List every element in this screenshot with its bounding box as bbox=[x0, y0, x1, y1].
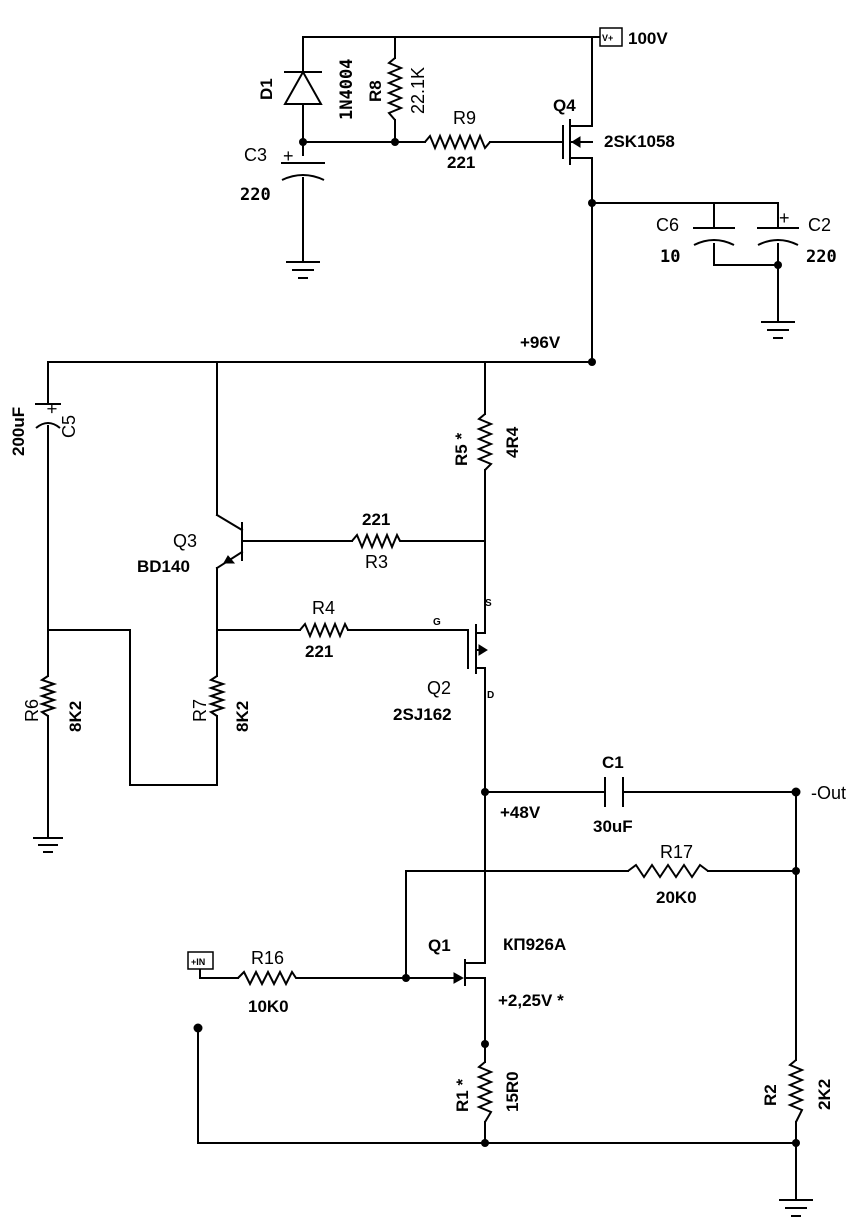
c2-value-label: 220 bbox=[806, 247, 837, 267]
ground-symbol bbox=[286, 261, 320, 279]
resistor-r16[interactable] bbox=[237, 969, 300, 987]
q4-value-label: 2SK1058 bbox=[604, 132, 675, 151]
c2-ref-label: C2 bbox=[808, 215, 831, 235]
junction-dot bbox=[402, 974, 410, 982]
q1-value-label: КП926А bbox=[503, 935, 566, 954]
resistor-r6[interactable] bbox=[38, 675, 58, 717]
capacitor-c1[interactable] bbox=[604, 777, 624, 807]
ground-symbol bbox=[33, 837, 63, 853]
q1-ref-label: Q1 bbox=[428, 936, 451, 955]
resistor-r2[interactable] bbox=[787, 1059, 805, 1123]
c5-polarity: + bbox=[42, 403, 62, 414]
mosfet-q2[interactable] bbox=[467, 624, 488, 674]
bias-voltage-label: +2,25V * bbox=[498, 991, 564, 1010]
mosfet-q4[interactable] bbox=[562, 119, 593, 165]
ground-terminal[interactable] bbox=[193, 1023, 203, 1033]
r3-value-label: 221 bbox=[362, 510, 390, 529]
q2-drain-label: D bbox=[487, 690, 494, 701]
resistor-r7[interactable] bbox=[207, 675, 227, 717]
r3-ref-label: R3 bbox=[365, 552, 388, 572]
transistor-q3[interactable] bbox=[215, 513, 244, 570]
junction-dot bbox=[774, 261, 782, 269]
c5-ref-label: C5 bbox=[59, 415, 79, 438]
r9-value-label: 221 bbox=[447, 153, 475, 172]
ground-symbol bbox=[761, 321, 795, 339]
q3-ref-label: Q3 bbox=[173, 531, 197, 551]
c2-polarity: + bbox=[779, 208, 790, 228]
capacitor-c3[interactable] bbox=[281, 162, 325, 181]
r2-value-label: 2K2 bbox=[815, 1079, 834, 1110]
r4-value-label: 221 bbox=[305, 642, 333, 661]
input-tag[interactable]: +IN bbox=[187, 951, 214, 970]
vplus-tag: V+ bbox=[599, 27, 623, 47]
q2-value-label: 2SJ162 bbox=[393, 705, 452, 724]
r17-value-label: 20K0 bbox=[656, 888, 697, 907]
c1-value-label: 30uF bbox=[593, 817, 633, 836]
junction-dot bbox=[481, 1139, 489, 1147]
c3-ref-label: C3 bbox=[244, 145, 267, 165]
resistor-r8[interactable] bbox=[386, 57, 404, 121]
r16-ref-label: R16 bbox=[251, 948, 284, 968]
resistor-r4[interactable] bbox=[299, 621, 349, 639]
r7-value-label: 8K2 bbox=[233, 701, 252, 732]
vplus-tag-label: V+ bbox=[602, 33, 613, 43]
resistor-r17[interactable] bbox=[627, 863, 709, 879]
r16-value-label: 10K0 bbox=[248, 997, 289, 1016]
d1-value-label: 1N4004 bbox=[337, 59, 357, 120]
d1-ref-label: D1 bbox=[257, 78, 276, 100]
r9-ref-label: R9 bbox=[453, 108, 476, 128]
q4-ref-label: Q4 bbox=[553, 96, 576, 115]
r1-ref-label: R1 * bbox=[453, 1079, 472, 1112]
r4-ref-label: R4 bbox=[312, 598, 335, 618]
junction-dot bbox=[792, 867, 800, 875]
resistor-r5[interactable] bbox=[476, 413, 494, 471]
c3-value-label: 220 bbox=[240, 185, 271, 205]
c6-value-label: 10 bbox=[660, 247, 680, 267]
q3-value-label: BD140 bbox=[137, 557, 190, 576]
r6-ref-label: R6 bbox=[22, 699, 42, 722]
junction-dot bbox=[481, 788, 489, 796]
junction-dots bbox=[193, 138, 801, 1147]
junction-dot bbox=[792, 1139, 800, 1147]
diode-d1[interactable] bbox=[283, 69, 323, 105]
q2-source-label: S bbox=[485, 598, 492, 609]
rail-48v-label: +48V bbox=[500, 803, 541, 822]
c5-value-label: 200uF bbox=[9, 407, 28, 456]
c1-ref-label: C1 bbox=[602, 753, 624, 772]
resistor-r1[interactable] bbox=[476, 1061, 494, 1123]
r6-value-label: 8K2 bbox=[66, 701, 85, 732]
r8-value-label: 22.1K bbox=[408, 67, 428, 114]
junction-dot bbox=[588, 358, 596, 366]
r5-ref-label: R5 * bbox=[452, 433, 471, 466]
wires bbox=[47, 36, 797, 1201]
supply-voltage-label: 100V bbox=[628, 29, 668, 48]
q2-ref-label: Q2 bbox=[427, 678, 451, 698]
input-tag-label: +IN bbox=[191, 957, 205, 967]
jfet-q1[interactable] bbox=[453, 899, 486, 986]
r7-ref-label: R7 bbox=[190, 699, 210, 722]
r1-value-label: 15R0 bbox=[503, 1071, 522, 1112]
junction-dot bbox=[588, 199, 596, 207]
junction-dot bbox=[299, 138, 307, 146]
capacitor-c5[interactable] bbox=[35, 403, 61, 429]
r5-value-label: 4R4 bbox=[503, 426, 522, 458]
capacitor-c6[interactable] bbox=[693, 227, 735, 246]
resistor-r9[interactable] bbox=[424, 133, 491, 151]
output-label: -Out bbox=[811, 783, 846, 803]
capacitor-c2[interactable] bbox=[757, 227, 799, 246]
r8-ref-label: R8 bbox=[366, 80, 385, 102]
c3-polarity: + bbox=[283, 146, 294, 166]
resistor-r3[interactable] bbox=[351, 532, 405, 550]
ground-symbol bbox=[779, 1199, 813, 1217]
r2-ref-label: R2 bbox=[761, 1084, 780, 1106]
junction-dot bbox=[391, 138, 399, 146]
rail-96v-label: +96V bbox=[520, 333, 561, 352]
c6-ref-label: C6 bbox=[656, 215, 679, 235]
junction-dot bbox=[481, 1040, 489, 1048]
r17-ref-label: R17 bbox=[660, 842, 693, 862]
q2-gate-label: G bbox=[433, 617, 441, 628]
output-terminal[interactable] bbox=[791, 787, 801, 797]
